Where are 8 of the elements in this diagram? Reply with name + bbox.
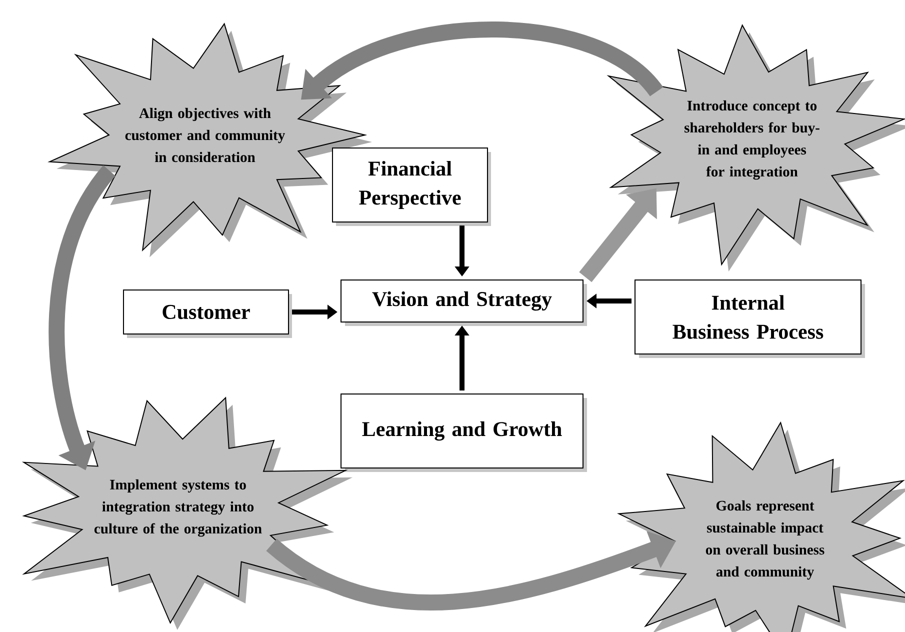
perspective-box: Learning and Growth: [340, 394, 587, 472]
perspective-box: Customer: [123, 290, 292, 338]
starburst: Introduce concept to shareholders for buy-in and employees for integration: [606, 24, 905, 272]
perspective-box: Internal Business Process: [634, 280, 865, 358]
starburst: Goals represent sustainable impact on overall business and community: [616, 421, 905, 632]
perspective-box: Financial Perspective: [332, 148, 491, 226]
starburst: Implement systems to integration strategy into culture of the organization: [22, 396, 353, 630]
perspective-box: Vision and Strategy: [340, 280, 587, 326]
